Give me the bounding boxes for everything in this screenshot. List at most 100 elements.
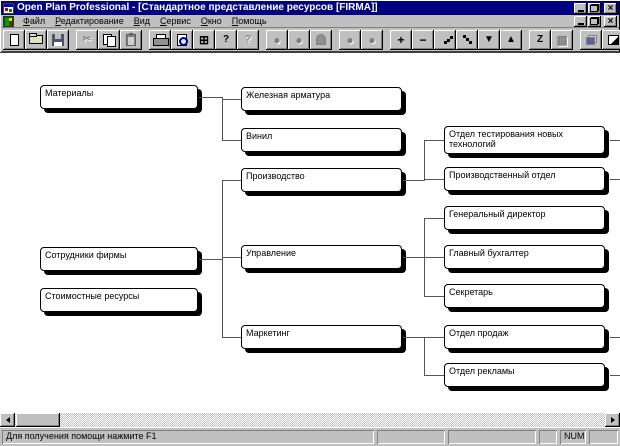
menu-help[interactable]: Помощь bbox=[231, 15, 267, 26]
connector-line bbox=[403, 337, 424, 338]
staircase-icon bbox=[462, 35, 466, 38]
grid-view-button[interactable]: ▦ bbox=[551, 29, 573, 50]
mdi-close-button[interactable]: × bbox=[604, 15, 617, 27]
connector-line bbox=[424, 337, 425, 376]
org-node-sales-dept[interactable]: Отдел продаж bbox=[444, 325, 605, 349]
shape-circle-3-button[interactable]: ● bbox=[339, 29, 361, 50]
window-expand-button[interactable] bbox=[602, 29, 620, 50]
org-node-chief-accountant[interactable]: Главный бухгалтер bbox=[444, 245, 605, 269]
status-help-text: Для получения помощи нажмите F1 bbox=[2, 430, 374, 444]
add-resource-button[interactable]: + bbox=[390, 29, 412, 50]
shape-circle-1-button[interactable]: ● bbox=[266, 29, 288, 50]
minimize-button[interactable] bbox=[574, 2, 587, 14]
connector-line bbox=[222, 99, 241, 100]
shape-circle-2-button[interactable]: ● bbox=[288, 29, 310, 50]
scroll-left-button[interactable] bbox=[0, 413, 15, 427]
org-node-management[interactable]: Управление bbox=[241, 245, 402, 269]
zigzag-view-button[interactable]: Z bbox=[529, 29, 551, 50]
print-button[interactable] bbox=[149, 29, 171, 50]
org-node-cost-resources[interactable]: Стоимостные ресурсы bbox=[40, 288, 198, 312]
org-node-general-director[interactable]: Генеральный директор bbox=[444, 206, 605, 230]
open-file-button[interactable] bbox=[25, 29, 47, 50]
connector-line bbox=[610, 337, 620, 338]
connector-line bbox=[424, 140, 444, 141]
copy-pages-icon bbox=[102, 33, 116, 47]
resource-diagram-canvas: Материалы Сотрудники фирмы Стоимостные р… bbox=[0, 52, 620, 413]
document-icon bbox=[3, 15, 14, 27]
paste-button[interactable] bbox=[120, 29, 142, 50]
close-icon: × bbox=[607, 15, 614, 27]
print-preview-button[interactable] bbox=[171, 29, 193, 50]
menu-view[interactable]: Вид bbox=[133, 15, 150, 26]
org-node-advertising-dept[interactable]: Отдел рекламы bbox=[444, 363, 605, 387]
table-setup-button[interactable]: ⊞ bbox=[193, 29, 215, 50]
connector-line bbox=[199, 97, 222, 98]
status-panel bbox=[589, 430, 618, 444]
menu-service[interactable]: Сервис bbox=[160, 15, 191, 26]
squared-plus-icon: ⊞ bbox=[198, 32, 210, 47]
window-title: Open Plan Professional - [Стандартное пр… bbox=[17, 2, 378, 13]
save-button[interactable] bbox=[47, 29, 69, 50]
connector-line bbox=[199, 259, 222, 260]
corner-arrow-icon bbox=[607, 34, 619, 45]
scroll-right-button[interactable] bbox=[605, 413, 620, 427]
org-node-iron-fittings[interactable]: Железная арматура bbox=[241, 87, 402, 111]
printer-icon bbox=[153, 34, 169, 46]
circle-icon: ● bbox=[368, 32, 376, 47]
new-document-button[interactable] bbox=[3, 29, 25, 50]
delete-resource-button[interactable]: − bbox=[412, 29, 434, 50]
circle-icon: ● bbox=[273, 32, 281, 47]
minus-icon: − bbox=[419, 32, 427, 47]
org-node-employees[interactable]: Сотрудники фирмы bbox=[40, 247, 198, 271]
circle-icon: ● bbox=[346, 32, 354, 47]
restore-button[interactable] bbox=[588, 2, 601, 14]
move-down-button[interactable]: ▼ bbox=[478, 29, 500, 50]
menu-window[interactable]: Окно bbox=[200, 15, 222, 26]
minimize-icon bbox=[577, 22, 584, 25]
connector-line bbox=[610, 179, 620, 180]
shape-rounded-button[interactable] bbox=[310, 29, 332, 50]
move-up-button[interactable]: ▲ bbox=[500, 29, 522, 50]
status-panel bbox=[377, 430, 445, 444]
steps-view-button[interactable] bbox=[456, 29, 478, 50]
menu-file[interactable]: Файл bbox=[23, 15, 46, 26]
close-button[interactable]: × bbox=[604, 2, 617, 14]
restore-icon bbox=[590, 17, 599, 25]
org-node-marketing[interactable]: Маркетинг bbox=[241, 325, 402, 349]
org-node-testing-dept[interactable]: Отдел тестирования новых технологий bbox=[444, 126, 605, 154]
circle-icon: ● bbox=[295, 32, 303, 47]
mdi-minimize-button[interactable] bbox=[574, 15, 587, 27]
org-node-vinyl[interactable]: Винил bbox=[241, 128, 402, 152]
scrollbar-thumb[interactable] bbox=[16, 413, 60, 427]
folder-icon bbox=[29, 33, 43, 44]
plus-icon: + bbox=[397, 32, 405, 47]
title-bar: Open Plan Professional - [Стандартное пр… bbox=[1, 1, 619, 15]
link-nodes-button[interactable] bbox=[434, 29, 456, 50]
help-button[interactable]: ? bbox=[215, 29, 237, 50]
connector-line bbox=[222, 180, 223, 338]
connector-line bbox=[222, 140, 241, 141]
question-icon: ? bbox=[222, 33, 230, 45]
mdi-restore-button[interactable] bbox=[588, 15, 601, 27]
status-panel bbox=[448, 430, 536, 444]
org-node-materials[interactable]: Материалы bbox=[40, 85, 198, 109]
page-icon bbox=[9, 33, 19, 46]
window-arrange-button[interactable] bbox=[580, 29, 602, 50]
cut-button[interactable]: ✂ bbox=[76, 29, 98, 50]
overlapping-windows-icon bbox=[585, 34, 597, 45]
org-node-production-dept[interactable]: Производственный отдел bbox=[444, 167, 605, 191]
app-icon bbox=[3, 2, 14, 14]
connector-line bbox=[424, 375, 444, 376]
shape-circle-4-button[interactable]: ● bbox=[361, 29, 383, 50]
connector-line bbox=[424, 337, 444, 338]
org-node-secretary[interactable]: Секретарь bbox=[444, 284, 605, 308]
context-help-button[interactable]: ? bbox=[237, 29, 259, 50]
horizontal-scrollbar[interactable] bbox=[0, 413, 620, 427]
org-node-production[interactable]: Производство bbox=[241, 168, 402, 192]
menu-edit[interactable]: Редактирование bbox=[55, 15, 124, 26]
copy-button[interactable] bbox=[98, 29, 120, 50]
floppy-icon bbox=[52, 33, 64, 46]
toolbar: ✂ ⊞ ? ? ● ● ● ● + − ▼ ▲ Z bbox=[1, 28, 620, 52]
tombstone-icon bbox=[316, 34, 326, 45]
restore-icon bbox=[590, 4, 599, 12]
